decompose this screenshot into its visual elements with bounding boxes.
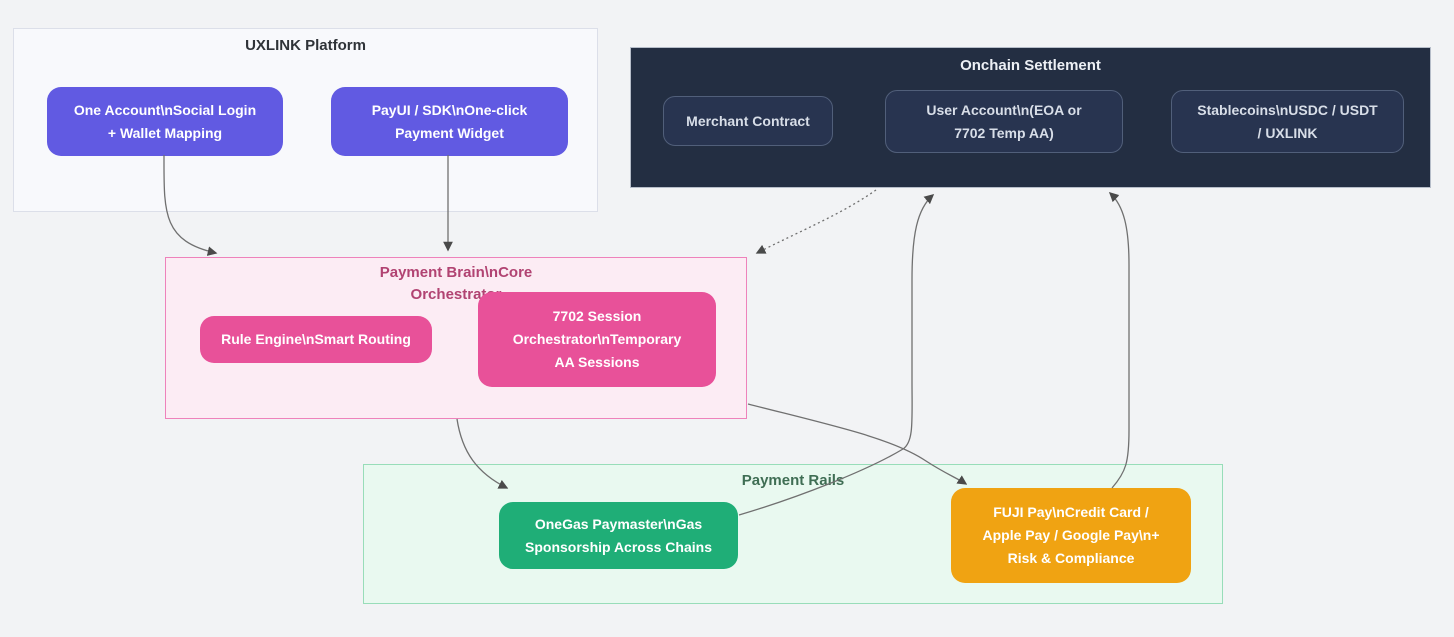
node-rule-engine: Rule Engine\nSmart Routing (200, 316, 432, 363)
cluster-uxlink-platform: UXLINK Platform One Account\nSocial Logi… (13, 28, 598, 212)
node-stablecoins: Stablecoins\nUSDC / USDT / UXLINK (1171, 90, 1404, 153)
node-merchant-contract: Merchant Contract (663, 96, 833, 146)
edge-fuji-pay-to-onchain-settlement (1108, 192, 1130, 489)
node-onegas-paymaster: OneGas Paymaster\nGas Sponsorship Across… (499, 502, 738, 569)
cluster-onchain-settlement: Onchain Settlement Merchant Contract Use… (630, 47, 1431, 188)
node-7702-session-orchestrator: 7702 Session Orchestrator\nTemporary AA … (478, 292, 716, 387)
cluster-payment-rails: Payment Rails OneGas Paymaster\nGas Spon… (363, 464, 1223, 604)
edge-onchain-settlement-to-payment-brain (755, 189, 877, 254)
node-fuji-pay: FUJI Pay\nCredit Card / Apple Pay / Goog… (951, 488, 1191, 583)
cluster-brain-title: Payment Brain\nCore Orchestrator (379, 264, 533, 303)
node-payui-sdk: PayUI / SDK\nOne-click Payment Widget (331, 87, 568, 156)
node-user-account: User Account\n(EOA or 7702 Temp AA) (885, 90, 1123, 153)
cluster-rails-title: Payment Rails (741, 472, 845, 489)
cluster-payment-brain: Payment Brain\nCore Orchestrator Rule En… (165, 257, 747, 419)
node-one-account: One Account\nSocial Login + Wallet Mappi… (47, 87, 283, 156)
cluster-uxlink-title: UXLINK Platform (245, 37, 366, 54)
cluster-onchain-title: Onchain Settlement (960, 57, 1101, 74)
